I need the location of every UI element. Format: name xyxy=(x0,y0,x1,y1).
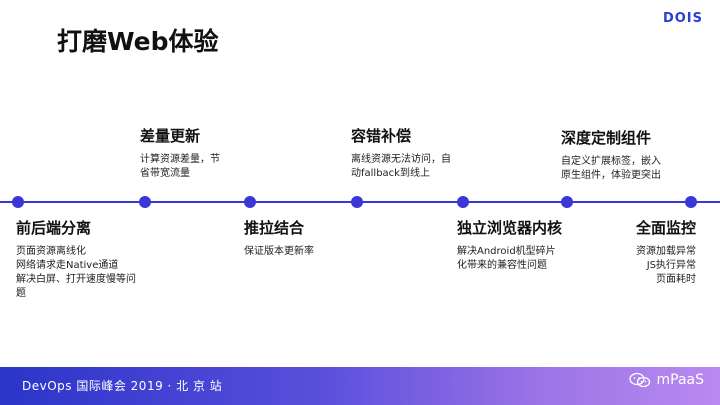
milestone-title: 容错补偿 xyxy=(351,127,412,145)
slide-title: 打磨Web体验 xyxy=(57,27,219,56)
milestone-description: 资源加载异常 JS执行异常 页面耗时 xyxy=(636,245,696,287)
footer-brand: mPaaS xyxy=(628,372,705,388)
footer-bar: DevOps 国际峰会 2019 · 北 京 站 mPaaS xyxy=(0,367,720,405)
timeline-dot xyxy=(561,196,573,208)
milestone-desc-line: 化带来的兼容性问题 xyxy=(457,260,547,271)
timeline-dot xyxy=(139,196,151,208)
milestone-desc-line: 动fallback到线上 xyxy=(351,168,430,179)
milestone-desc-line: 页面耗时 xyxy=(656,274,696,285)
milestone-desc-line: 省带宽流量 xyxy=(140,168,190,179)
milestone-independent-browser-kernel: 独立浏览器内核 解决Android机型碎片 化带来的兼容性问题 xyxy=(457,217,562,273)
milestone-push-pull: 推拉结合 保证版本更新率 xyxy=(244,217,314,259)
milestone-description: 页面资源离线化 网络请求走Native通道 解决白屏、打开速度慢等问 题 xyxy=(16,245,136,301)
milestone-frontend-backend-separation: 前后端分离 页面资源离线化 网络请求走Native通道 解决白屏、打开速度慢等问… xyxy=(16,217,136,301)
milestone-title: 独立浏览器内核 xyxy=(457,219,563,237)
milestone-fault-tolerance: 容错补偿 离线资源无法访问，自 动fallback到线上 xyxy=(351,125,451,181)
milestone-desc-line: 页面资源离线化 xyxy=(16,246,86,257)
milestone-title: 差量更新 xyxy=(140,127,201,145)
timeline-dot xyxy=(12,196,24,208)
milestone-title: 全面监控 xyxy=(635,219,696,237)
milestone-desc-line: 原生组件，体验更突出 xyxy=(561,170,661,181)
milestone-desc-line: 自定义扩展标签，嵌入 xyxy=(561,156,661,167)
milestone-desc-line: 网络请求走Native通道 xyxy=(16,260,119,271)
timeline-dot xyxy=(351,196,363,208)
milestone-description: 自定义扩展标签，嵌入 原生组件，体验更突出 xyxy=(561,155,661,183)
milestone-desc-line: 离线资源无法访问，自 xyxy=(351,154,451,165)
milestone-custom-components: 深度定制组件 自定义扩展标签，嵌入 原生组件，体验更突出 xyxy=(561,127,661,183)
dois-logo: DOIS xyxy=(662,11,703,26)
milestone-desc-line: 解决Android机型碎片 xyxy=(457,246,556,257)
event-name: DevOps 国际峰会 2019 · 北 京 站 xyxy=(22,379,223,393)
milestone-title: 深度定制组件 xyxy=(561,129,652,147)
timeline-dot xyxy=(457,196,469,208)
milestone-desc-line: 计算资源差量，节 xyxy=(140,154,220,165)
milestone-delta-update: 差量更新 计算资源差量，节 省带宽流量 xyxy=(140,125,220,181)
timeline-dot xyxy=(685,196,697,208)
milestone-desc-line: 保证版本更新率 xyxy=(244,246,314,257)
milestone-description: 离线资源无法访问，自 动fallback到线上 xyxy=(351,153,451,181)
milestone-description: 解决Android机型碎片 化带来的兼容性问题 xyxy=(457,245,562,273)
milestone-title: 推拉结合 xyxy=(244,219,305,237)
brand-name: mPaaS xyxy=(656,372,705,388)
milestone-description: 保证版本更新率 xyxy=(244,245,314,259)
timeline-dot xyxy=(244,196,256,208)
milestone-desc-line: 题 xyxy=(16,288,26,299)
milestone-description: 计算资源差量，节 省带宽流量 xyxy=(140,153,220,181)
milestone-full-monitoring: 全面监控 资源加载异常 JS执行异常 页面耗时 xyxy=(636,217,696,287)
milestone-desc-line: JS执行异常 xyxy=(646,260,696,271)
milestone-desc-line: 解决白屏、打开速度慢等问 xyxy=(16,274,136,285)
wechat-icon xyxy=(628,372,651,388)
milestone-title: 前后端分离 xyxy=(16,219,92,237)
milestone-desc-line: 资源加载异常 xyxy=(636,246,696,257)
